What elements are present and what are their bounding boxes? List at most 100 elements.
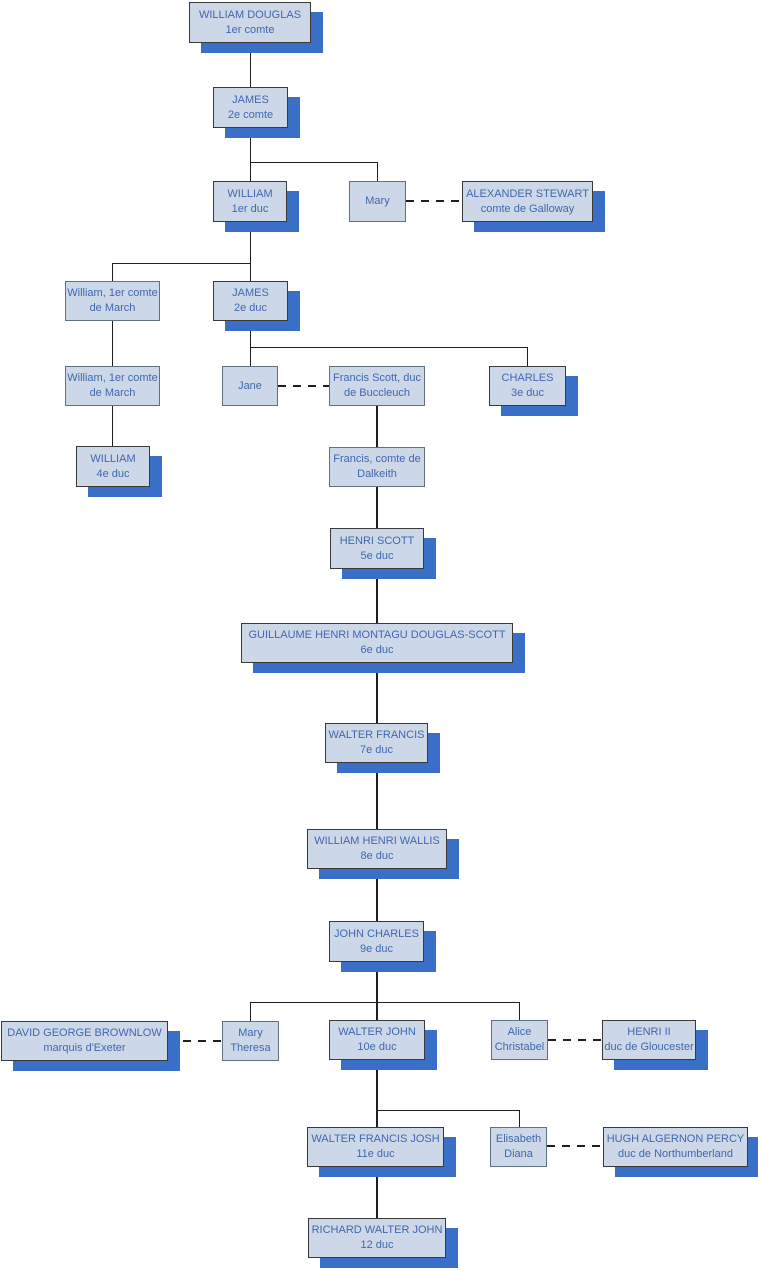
person-name-text: JAMES [232,93,269,106]
descent-connector-line [250,1002,519,1003]
node-david-george-brownlow-marquis-d-exeter[interactable]: DAVID GEORGE BROWNLOW marquis d'Exeter [1,1021,168,1061]
person-title-text: 11e duc [356,1148,395,1160]
descent-connector-line [377,162,378,181]
descent-connector-line [376,1060,378,1110]
descent-connector-line [527,347,528,366]
person-name-text: Francis Scott, duc [332,372,422,384]
node-jane[interactable]: Jane [222,366,278,406]
descent-connector-line [376,663,378,723]
person-title-text: de March [89,302,136,314]
person-title-text: marquis d'Exeter [43,1042,126,1054]
node-francis-scott-duc-de-buccleuch[interactable]: Francis Scott, duc de Buccleuch [329,366,425,406]
descent-connector-line [250,128,251,162]
person-name-text: GUILLAUME HENRI MONTAGU DOUGLAS-SCOTT [248,629,506,641]
descent-connector-line [112,406,113,446]
descent-connector-line [376,569,378,623]
node-william-henri-wallis-8e-duc[interactable]: WILLIAM HENRI WALLIS 8e duc [307,829,447,869]
person-title-text: Theresa [230,1042,271,1054]
person-title-text: de March [89,387,136,399]
person-name-text: ALEXANDER STEWART [466,187,589,200]
person-title-text: 3e duc [510,387,545,399]
person-title-text: duc de Northumberland [618,1148,733,1160]
descent-connector-line [519,1110,520,1127]
descent-connector-line [112,263,113,281]
descent-connector-line [250,222,251,263]
person-title-text: 1er duc [231,202,269,215]
node-william-1er-comte-de-march-1[interactable]: William, 1er comte de March [65,281,160,321]
person-title-text: Dalkeith [357,468,397,480]
descent-connector-line [376,1167,378,1218]
person-title-text: 2e duc [233,302,268,314]
marriage-connector-line [278,385,329,387]
descent-connector-line [376,763,378,829]
person-title-text: duc de Gloucester [604,1041,694,1053]
person-name-text: William, 1er comte [67,287,158,299]
person-title-text: 5e duc [360,549,394,562]
person-name-text: William, 1er comte [67,372,158,384]
person-name-text: Mary [365,195,390,207]
person-name-text: Mary [238,1027,263,1039]
node-guillaume-henri-montagu-douglas-scott-6e-duc[interactable]: GUILLAUME HENRI MONTAGU DOUGLAS-SCOTT 6e … [241,623,513,663]
node-walter-john-10e-duc[interactable]: WALTER JOHN 10e duc [329,1020,425,1060]
descent-connector-line [250,162,251,181]
descent-connector-line [250,263,251,281]
person-name-text: JAMES [232,287,269,299]
descent-connector-line [250,162,377,163]
person-name-text: WALTER JOHN [338,1026,416,1038]
person-name-text: WILLIAM [90,452,136,465]
person-name-text: WALTER FRANCIS JOSH [311,1133,440,1145]
node-henri-scott-5e-duc[interactable]: HENRI SCOTT 5e duc [330,528,424,569]
person-name-text: Jane [238,379,262,392]
person-title-text: 9e duc [359,942,394,955]
node-walter-francis-7e-duc[interactable]: WALTER FRANCIS 7e duc [325,723,428,763]
person-title-text: 6e duc [360,644,394,656]
descent-connector-line [376,869,378,921]
person-name-text: WILLIAM HENRI WALLIS [314,835,440,847]
person-title-text: 1er comte [225,23,275,36]
descent-connector-line [112,263,250,264]
person-title-text: de Buccleuch [343,387,411,399]
person-name-text: DAVID GEORGE BROWNLOW [7,1027,162,1039]
person-name-text: WALTER FRANCIS [328,729,425,741]
descent-connector-line [376,962,378,1002]
person-title-text: 12 duc [360,1239,394,1251]
person-name-text: HENRI SCOTT [339,534,415,547]
descent-connector-line [112,321,113,366]
node-francis-comte-de-dalkeith[interactable]: Francis, comte de Dalkeith [329,447,425,487]
person-title-text: Diana [504,1148,533,1160]
node-hugh-algernon-percy-duc-de-northumberland[interactable]: HUGH ALGERNON PERCY duc de Northumberland [603,1127,748,1167]
person-title-text: 7e duc [359,744,394,756]
person-title-text: 8e duc [360,850,394,862]
descent-connector-line [519,1002,520,1020]
descent-connector-line [376,1110,378,1127]
person-name-text: Francis, comte de [333,453,421,465]
marriage-connector-line [406,200,462,202]
descent-connector-line [376,487,378,528]
person-name-text: Elisabeth [495,1133,542,1145]
person-title-text: Christabel [494,1041,545,1053]
person-title-text: 10e duc [357,1041,397,1053]
descent-connector-line [250,1002,251,1021]
node-james-2e-duc[interactable]: JAMES 2e duc [213,281,288,321]
node-mary[interactable]: Mary [349,181,406,222]
node-walter-francis-josh-11e-duc[interactable]: WALTER FRANCIS JOSH 11e duc [307,1127,444,1167]
person-name-text: HUGH ALGERNON PERCY [606,1133,745,1145]
node-william-1er-comte-de-march-2[interactable]: William, 1er comte de March [65,366,160,406]
person-name-text: Alice [507,1026,532,1038]
descent-connector-line [377,1110,519,1111]
descent-connector-line [250,347,251,366]
marriage-connector-line [547,1145,603,1147]
